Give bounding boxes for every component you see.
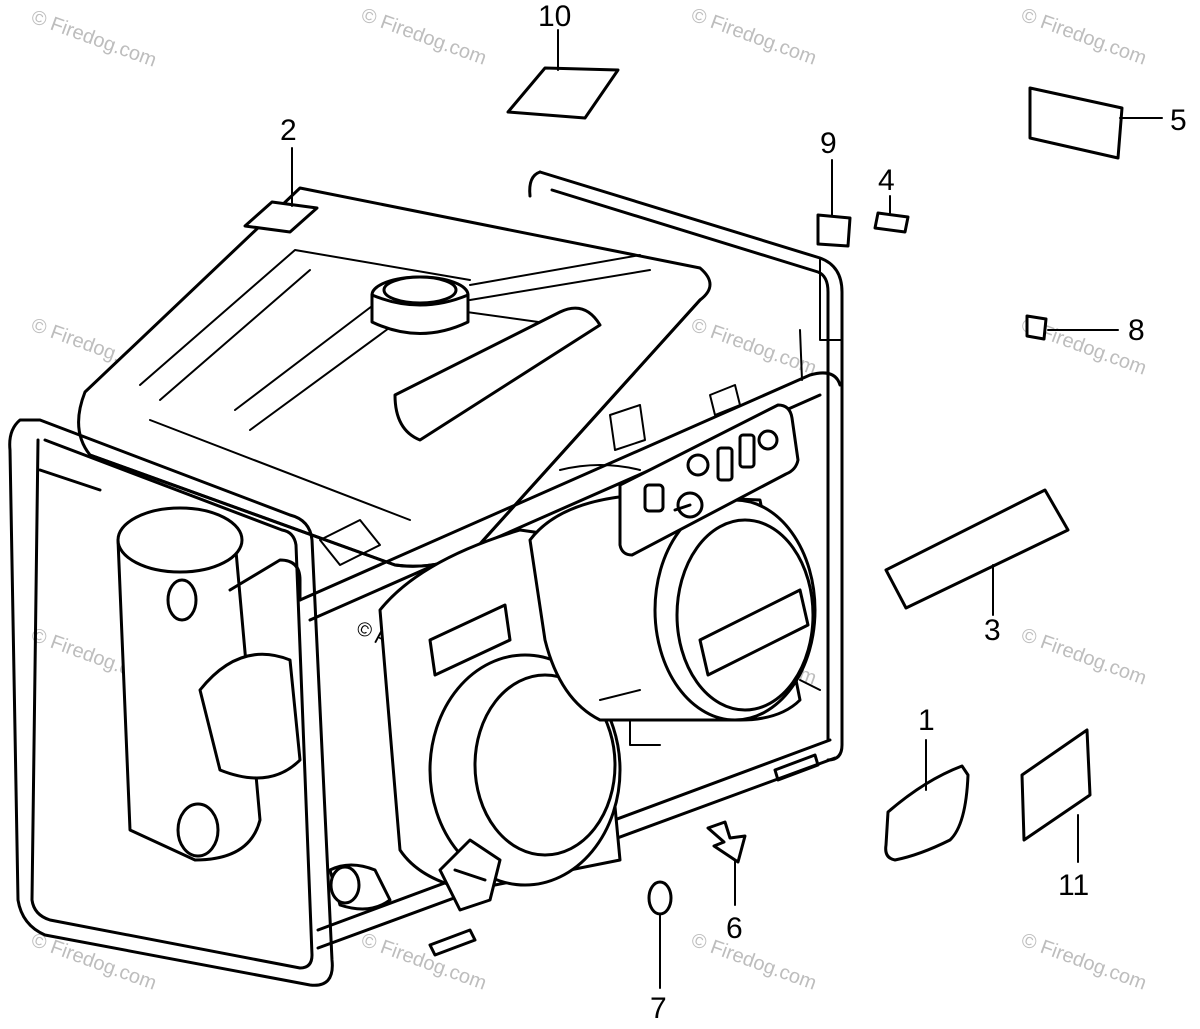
callout-9: 9 (820, 127, 837, 160)
watermark: © Firedog.com (1018, 929, 1149, 995)
callout-11: 10 (538, 0, 571, 33)
callout-2: 2 (280, 114, 297, 147)
watermark: © Firedog.com (1018, 4, 1149, 70)
part-2-label: 2 (243, 114, 319, 234)
watermark: © Firedog.com (358, 4, 489, 70)
generator-illustration (8, 170, 844, 987)
part-11-label: 10 (506, 0, 620, 120)
callout-6: 6 (726, 912, 743, 945)
part-1-label: 1 (884, 704, 970, 862)
part-10-label: 11 (1020, 728, 1092, 902)
part-7-label: 7 (647, 880, 673, 1025)
watermark: © Firedog.com (688, 4, 819, 70)
part-8-label: 8 (1025, 314, 1145, 347)
callout-5: 5 (1170, 104, 1187, 137)
part-5-label: 5 (1028, 86, 1187, 160)
callout-1: 1 (918, 704, 935, 737)
part-9-label: 9 (816, 127, 852, 248)
callout-8: 8 (1128, 314, 1145, 347)
watermark: © Firedog.com (28, 929, 159, 995)
part-6-arrow-label: 6 (706, 820, 747, 945)
watermark: © Firedog.com (688, 929, 819, 995)
part-4-label: 4 (873, 164, 910, 234)
part-3-label: 3 (884, 488, 1070, 647)
watermark: © Firedog.com (358, 929, 489, 995)
watermark: © Firedog.com (1018, 624, 1149, 690)
callout-10: 11 (1058, 869, 1089, 902)
watermark: © Firedog.com (28, 6, 159, 72)
callout-3: 3 (984, 614, 1001, 647)
callout-4: 4 (878, 164, 895, 197)
callout-7: 7 (650, 992, 667, 1025)
